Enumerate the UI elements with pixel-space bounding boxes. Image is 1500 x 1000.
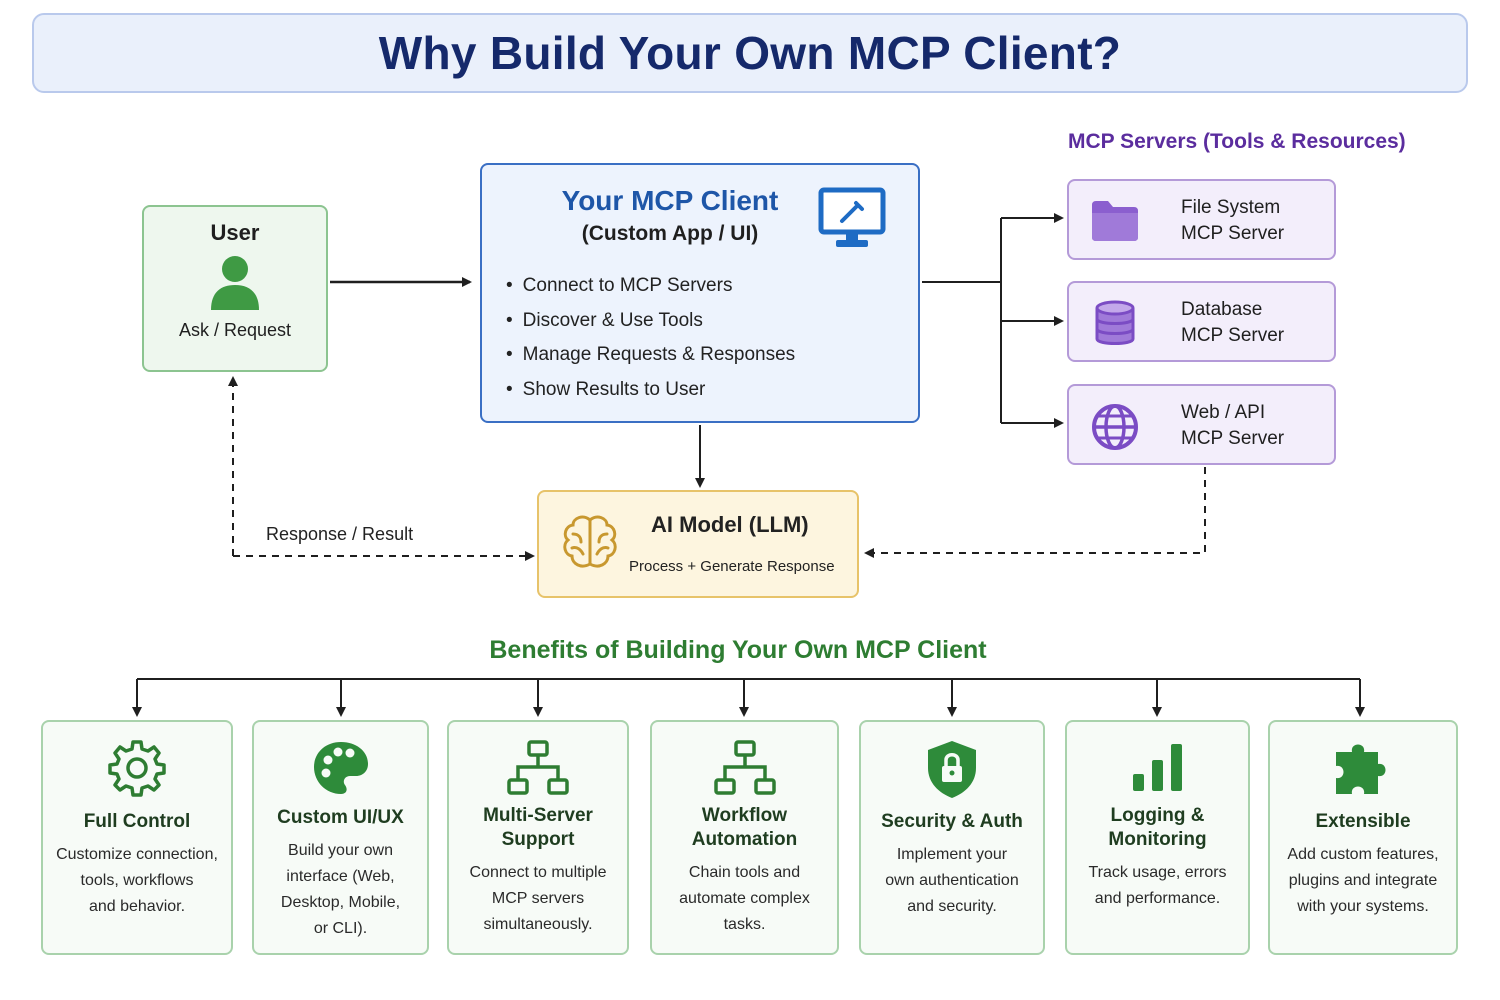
mcp-client-box: Your MCP Client (Custom App / UI) Connec… [480,163,920,423]
title-banner: Why Build Your Own MCP Client? [32,13,1468,93]
benefit-card-extensible: Extensible Add custom features,plugins a… [1268,720,1458,955]
globe-icon [1089,402,1141,450]
server-name-line1: File System [1181,197,1281,218]
page-title: Why Build Your Own MCP Client? [378,27,1122,79]
server-name-line2: MCP Server [1181,325,1285,346]
servers-heading: MCP Servers (Tools & Resources) [1068,130,1406,153]
benefit-title: Full Control [83,811,191,832]
client-title: Your MCP Client [561,185,779,216]
gear-icon [43,738,231,798]
servers-to-ai-dashed [864,467,1206,558]
ai-model-title: AI Model (LLM) [651,512,809,537]
network-icon [449,738,627,798]
benefit-description: Add custom features,plugins and integrat… [1287,846,1439,915]
ai-model-subtitle: Process + Generate Response [629,558,835,575]
benefit-card-full-control: Full Control Customize connection,tools,… [41,720,233,955]
client-feature-list: Connect to MCP Servers Discover & Use To… [506,269,796,408]
workflow-icon [652,738,837,798]
shield-lock-icon [861,738,1043,798]
benefit-title: Custom UI/UX [277,807,404,828]
server-name-line1: Web / API [1181,402,1266,423]
person-icon [144,254,326,314]
client-bullet: Show Results to User [506,373,795,408]
user-sublabel: Ask / Request [178,320,292,340]
benefit-title: Extensible [1315,811,1411,832]
response-label: Response / Result [266,524,414,544]
benefit-title: Security & Auth [881,811,1023,832]
brain-icon [559,512,621,579]
bar-chart-icon [1067,738,1248,798]
ai-model-box: AI Model (LLM) Process + Generate Respon… [537,490,859,598]
server-name-line1: Database [1181,299,1263,320]
puzzle-icon [1270,738,1456,798]
benefit-title: Logging &Monitoring [1108,805,1207,850]
monitor-icon [818,187,886,256]
server-database: Database MCP Server [1067,281,1336,362]
client-bullet: Discover & Use Tools [506,304,795,339]
server-file-system: File System MCP Server [1067,179,1336,260]
benefits-heading: Benefits of Building Your Own MCP Client [489,636,987,664]
user-box: User Ask / Request [142,205,328,372]
server-web-api: Web / API MCP Server [1067,384,1336,465]
client-subtitle: (Custom App / UI) [581,222,759,245]
server-name-line2: MCP Server [1181,223,1285,244]
user-label: User [210,220,260,245]
client-bullet: Connect to MCP Servers [506,269,795,304]
server-name-line2: MCP Server [1181,428,1285,449]
folder-icon [1089,197,1141,245]
client-bullet: Manage Requests & Responses [506,338,796,373]
database-icon [1089,299,1141,347]
palette-icon [254,738,427,798]
